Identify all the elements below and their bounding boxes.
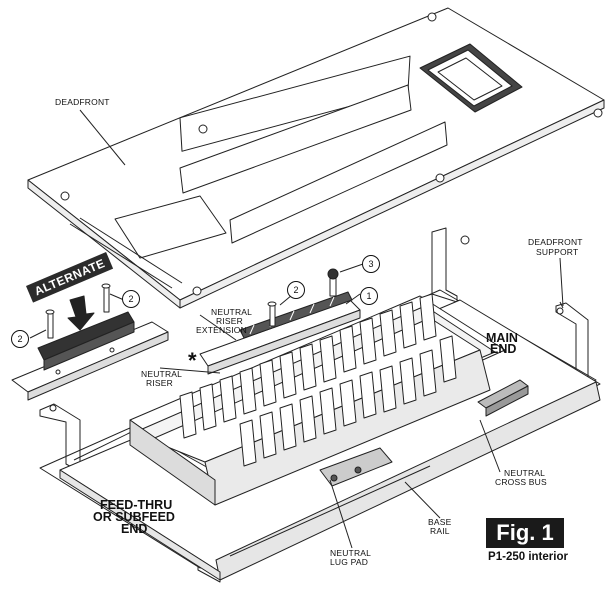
leader-lines <box>29 109 564 549</box>
neutral-cross-bus <box>477 379 529 417</box>
neutral-lug-pad <box>319 447 393 487</box>
neutral-riser-extension <box>199 291 361 375</box>
feed-thru-label-line1: FEED-THRU <box>100 498 173 512</box>
asterisk-marker: * <box>188 348 197 373</box>
neutral-riser-extension-label-line2: RISER <box>216 316 243 326</box>
feed-thru-label-line2: OR SUBFEED <box>93 510 175 524</box>
neutral-riser-extension-label-line3: EXTENSION <box>196 325 247 335</box>
neutral-cross-bus-label-line2: CROSS BUS <box>495 477 547 487</box>
base-rail-label-line1: BASE <box>428 517 452 527</box>
base-rail-label-line2: RAIL <box>430 526 450 536</box>
callout-2-riser-extension: 2 <box>287 281 305 299</box>
neutral-riser-extension-label-line1: NEUTRAL <box>211 307 253 317</box>
neutral-riser-label-line1: NEUTRAL <box>141 369 183 379</box>
neutral-cross-bus-label-line1: NEUTRAL <box>504 468 546 478</box>
main-end-label-line2: END <box>490 342 517 356</box>
callout-3: 3 <box>362 255 380 273</box>
callout-1: 1 <box>360 287 378 305</box>
figure-title: Fig. 1 <box>486 518 564 548</box>
callout-2-alternate-right: 2 <box>122 290 140 308</box>
figure-caption: P1-250 interior <box>488 551 568 563</box>
alternate-arrow <box>67 295 95 331</box>
feed-thru-label-line3: END <box>121 522 148 536</box>
bus-stab-fins <box>179 293 457 467</box>
deadfront-support-label-line1: DEADFRONT <box>528 237 583 247</box>
deadfront-support-label-line2: SUPPORT <box>536 247 579 257</box>
neutral-riser-label-line2: RISER <box>146 378 173 388</box>
neutral-lug-pad-label-line1: NEUTRAL <box>330 548 372 558</box>
main-end-label-line1: MAIN <box>486 331 518 345</box>
deadfront-label: DEADFRONT <box>55 97 110 107</box>
neutral-lug-pad-label-line2: LUG PAD <box>330 557 369 567</box>
callout-2-alternate-left: 2 <box>11 330 29 348</box>
screws <box>45 268 339 339</box>
neutral-riser <box>11 311 169 401</box>
deadfront-panel <box>27 7 605 309</box>
